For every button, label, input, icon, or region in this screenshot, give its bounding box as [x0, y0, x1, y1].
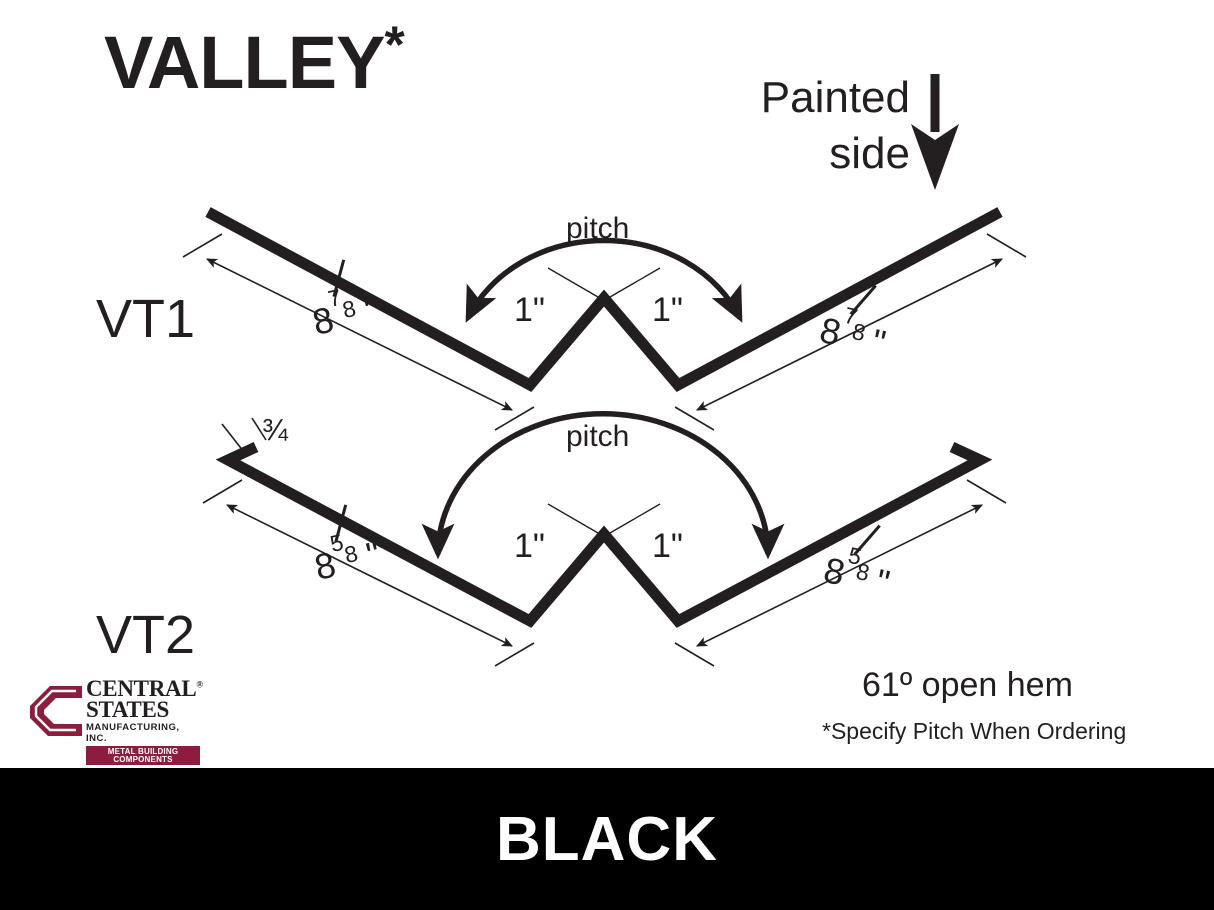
logo-line-central: CENTRAL® — [86, 676, 203, 701]
profile-label-vt2: VT2 — [96, 605, 196, 665]
company-logo: CENTRAL® STATES MANUFACTURING, INC. META… — [28, 677, 203, 766]
vt1-pitch-label: pitch — [566, 212, 630, 245]
vt2-center-right-dimension: 1" — [652, 527, 683, 565]
painted-side-line1: Painted — [760, 73, 910, 122]
color-banner: BLACK — [0, 768, 1214, 910]
logo-wordmark: CENTRAL® STATES MANUFACTURING, INC. META… — [86, 676, 203, 766]
painted-side-arrow-icon — [911, 74, 959, 190]
painted-side-label: Painted side — [700, 70, 910, 183]
vt2-dimension-arrows — [225, 504, 984, 647]
page-title-asterisk: * — [384, 16, 404, 75]
central-states-s-monogram-icon — [30, 686, 82, 736]
logo-tagline: METAL BUILDING COMPONENTS — [86, 746, 200, 766]
profile-label-vt1: VT1 — [96, 289, 196, 349]
registered-mark-icon: ® — [196, 679, 203, 690]
vt2-witness-lines — [202, 417, 1007, 667]
specify-pitch-note: *Specify Pitch When Ordering — [822, 718, 1127, 744]
painted-side-line2: side — [829, 129, 910, 179]
page-title-text: VALLEY — [104, 21, 385, 104]
logo-line-manufacturing: MANUFACTURING, INC. — [86, 722, 180, 745]
logo-line-states: STATES — [86, 697, 170, 723]
vt1-center-leaders — [547, 267, 661, 298]
color-name-label: BLACK — [496, 804, 718, 874]
vt1-pitch-arc — [465, 237, 743, 323]
vt1-center-left-dimension: 1" — [514, 291, 545, 329]
page-title: VALLEY* — [104, 19, 405, 100]
vt1-center-right-dimension: 1" — [652, 291, 683, 329]
vt2-hem-dimension: ¾ — [262, 412, 288, 447]
vt2-pitch-arc — [421, 411, 785, 560]
vt2-pitch-label: pitch — [566, 420, 630, 453]
vt2-center-left-dimension: 1" — [514, 527, 545, 565]
vt1-witness-lines — [182, 233, 1027, 431]
vt1-dimension-arrows — [205, 258, 1004, 411]
open-hem-note: 61º open hem — [862, 666, 1073, 704]
vt2-center-leaders — [547, 503, 661, 534]
